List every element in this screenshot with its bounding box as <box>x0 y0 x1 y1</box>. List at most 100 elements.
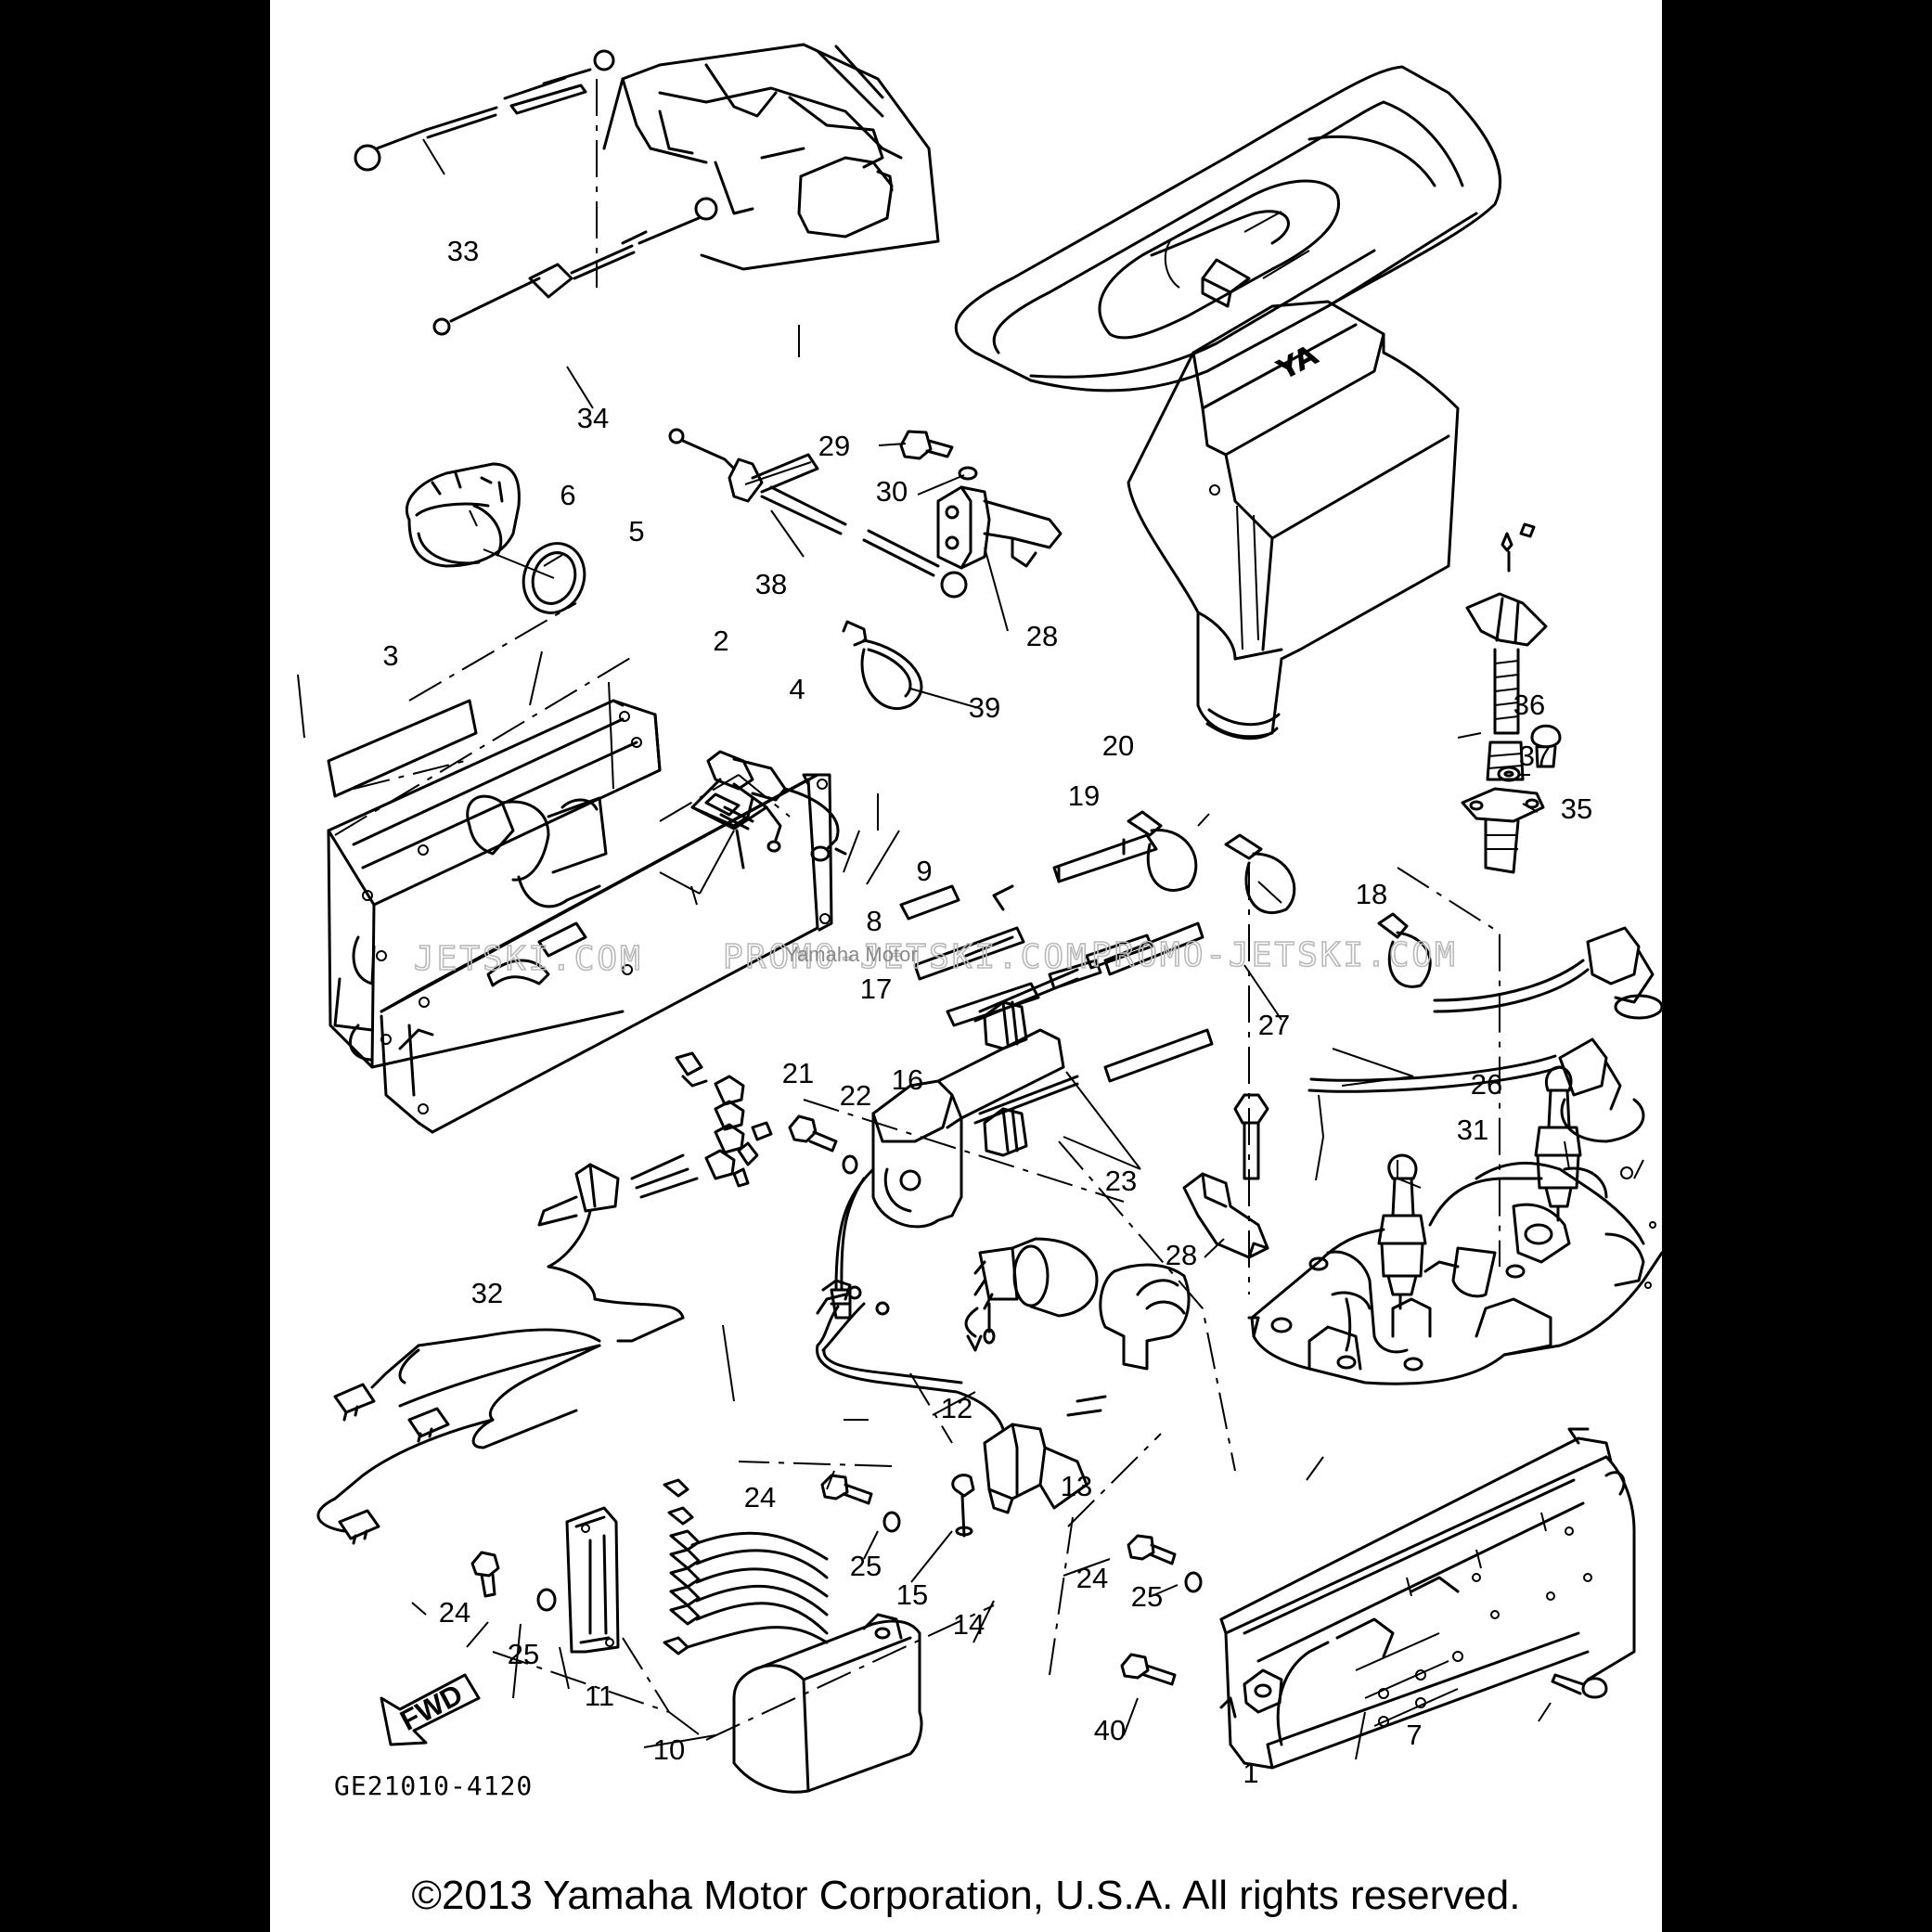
callout-7: 7 <box>1406 1719 1422 1751</box>
callout-25-b: 25 <box>1131 1580 1163 1613</box>
watermark-small: Yamaha Motor <box>785 943 918 966</box>
callout-13: 13 <box>1061 1470 1092 1502</box>
watermark: JETSKI.COM PROMO-JETSKI.COM Yamaha Motor… <box>413 935 1458 979</box>
callout-2: 2 <box>713 625 728 657</box>
battery-cable-34 <box>432 197 718 336</box>
washer-22 <box>842 1154 858 1175</box>
clamp-39 <box>842 620 923 710</box>
callout-25-c: 25 <box>508 1638 539 1670</box>
callout-8: 8 <box>866 905 882 937</box>
phantom-reference-lines <box>334 79 1501 1741</box>
copyright-notice: ©2013 Yamaha Motor Corporation, U.S.A. A… <box>411 1873 1521 1918</box>
exploded-parts-diagram: YA <box>297 43 1662 1794</box>
callout-14: 14 <box>953 1608 985 1641</box>
callout-37: 37 <box>1519 740 1551 772</box>
bolt-24b <box>1127 1534 1177 1565</box>
callout-10: 10 <box>653 1733 685 1766</box>
diagram-code: GE21010-4120 <box>334 1771 534 1801</box>
fuse-9 <box>704 792 754 831</box>
bolt-36 <box>1530 724 1562 768</box>
callout-27: 27 <box>1258 1009 1290 1041</box>
watermark-center: PROMO-JETSKI.COM <box>723 938 1089 976</box>
callout-35: 35 <box>1561 792 1592 825</box>
callout-20: 20 <box>1102 729 1134 762</box>
callout-40: 40 <box>1094 1714 1126 1746</box>
screw-7 <box>1551 1673 1608 1699</box>
bolt-lower <box>1233 1093 1269 1180</box>
washer-25a <box>882 1511 901 1533</box>
cap-6 <box>405 462 521 568</box>
callout-19: 19 <box>1068 779 1100 812</box>
callout-24-b: 24 <box>1076 1562 1108 1594</box>
gasket-4 <box>380 773 833 1134</box>
electrical-box-cover-2 <box>327 699 662 1069</box>
fuse-holder-8 <box>690 750 847 869</box>
bolt-29 <box>899 430 954 460</box>
ignition-coil-16 <box>830 921 1214 1320</box>
wire-harness-32 <box>316 1051 773 1545</box>
battery-cable-33 <box>354 49 615 172</box>
rectifier-13 <box>1099 1263 1191 1371</box>
grommet-23 <box>983 1000 1028 1157</box>
callout-11: 11 <box>585 1680 614 1712</box>
callout-24-a: 24 <box>744 1481 776 1513</box>
clamp-20 <box>1127 810 1198 892</box>
watermark-right: PROMO-JETSKI.COM <box>1091 936 1458 974</box>
callout-9: 9 <box>916 855 932 887</box>
callout-5: 5 <box>628 515 644 547</box>
callout-18: 18 <box>1356 878 1387 910</box>
callout-22: 22 <box>840 1079 871 1112</box>
fwd-direction-arrow: FWD <box>380 1673 481 1746</box>
hull-mark-text: YA <box>1271 338 1322 385</box>
bolt-40 <box>1120 1653 1177 1686</box>
connector-harness-11 <box>565 1478 829 1655</box>
callout-25-a: 25 <box>850 1550 882 1582</box>
callout-4: 4 <box>789 673 805 705</box>
bolt-24a <box>820 1474 873 1505</box>
wire-lead <box>816 1279 1107 1431</box>
hull-deck <box>954 65 1502 393</box>
cylinder-head <box>1247 1140 1662 1385</box>
callout-28-upper: 28 <box>1026 620 1058 652</box>
battery <box>602 43 940 271</box>
air-intake-cover: YA <box>1127 300 1460 741</box>
bolt-24c <box>470 1551 500 1598</box>
clamp-18 <box>1224 833 1296 915</box>
callout-36: 36 <box>1513 689 1545 721</box>
washer-25b <box>1184 1571 1203 1593</box>
callout-1: 1 <box>1243 1757 1258 1789</box>
spark-plug-31b <box>1534 1065 1582 1222</box>
callout-16: 16 <box>892 1063 923 1096</box>
callout-33: 33 <box>447 235 479 267</box>
callout-38: 38 <box>755 568 787 600</box>
spark-plug-cap-26 <box>1307 926 1662 1143</box>
callout-21: 21 <box>782 1057 814 1089</box>
spark-plug-31a <box>1377 1153 1427 1310</box>
callout-39: 39 <box>969 691 1000 724</box>
callout-numbers: 33 34 29 30 6 5 38 28 39 3 2 4 36 37 35 … <box>382 235 1592 1789</box>
hose-19 <box>992 833 1158 911</box>
regulator-14 <box>983 1423 1088 1514</box>
washer-25c <box>536 1588 557 1612</box>
relay-12 <box>964 1237 1099 1352</box>
callout-24-c: 24 <box>439 1596 470 1629</box>
callout-6: 6 <box>560 479 575 511</box>
callout-34: 34 <box>577 402 609 434</box>
callout-15: 15 <box>896 1578 928 1611</box>
callout-31: 31 <box>1457 1114 1488 1146</box>
control-module-10 <box>732 1613 923 1794</box>
bracket-28-lower <box>1182 1172 1269 1259</box>
callout-17: 17 <box>860 972 892 1005</box>
label-3 <box>327 699 478 798</box>
ground-lead-38 <box>668 428 968 599</box>
hose-17 <box>899 884 1153 1027</box>
bolt-21 <box>788 1114 838 1153</box>
callout-leaders <box>297 138 1552 1760</box>
callout-3: 3 <box>382 639 398 672</box>
clamp-27 <box>1377 912 1432 988</box>
callout-29: 29 <box>818 430 850 462</box>
fwd-label: FWD <box>395 1678 469 1737</box>
callout-32: 32 <box>471 1277 503 1309</box>
callout-23: 23 <box>1105 1165 1137 1197</box>
bracket-28-upper <box>936 485 1063 570</box>
